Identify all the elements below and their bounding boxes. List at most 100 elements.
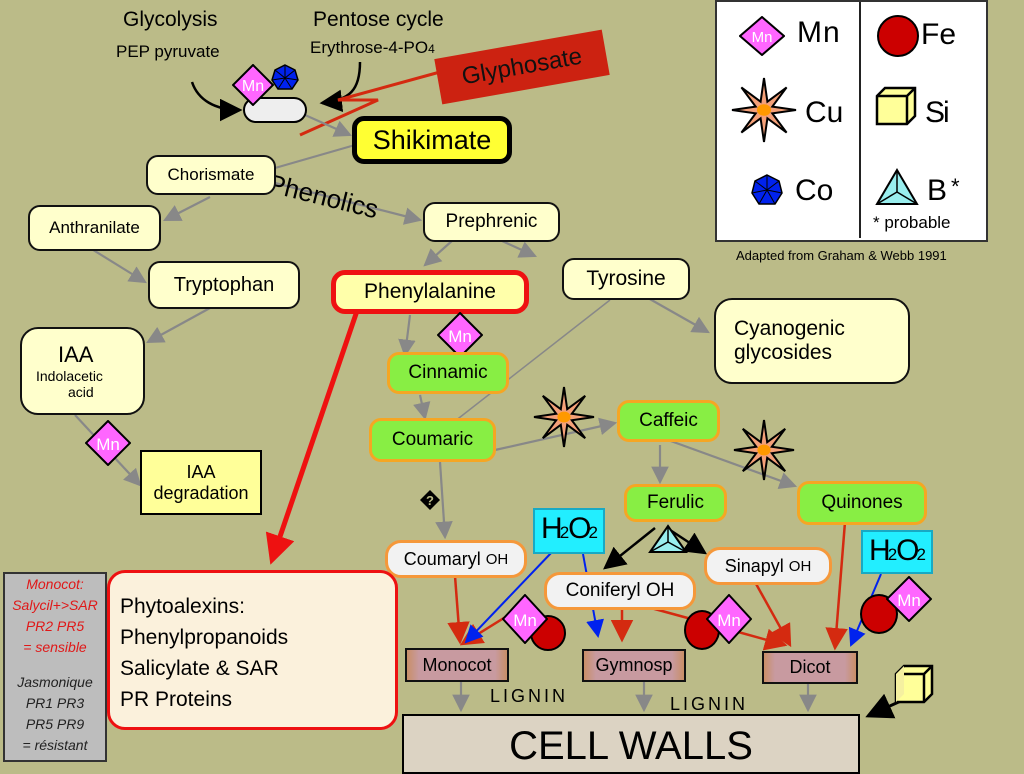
lignin-label: LIGNIN (670, 694, 749, 714)
quinones-node[interactable]: Quinones (797, 481, 927, 525)
side-note-dark-3: PR5 PR9 (25, 716, 85, 732)
defense-line-1: Phytoalexins: (120, 595, 245, 618)
b-pyramid-icon (875, 168, 919, 211)
legend-b-asterisk: * (951, 174, 960, 199)
side-note-dark-2: PR1 PR3 (25, 695, 85, 711)
iaa-degradation-line-2: degradation (153, 482, 249, 503)
legend-label-cu: Cu (805, 96, 844, 129)
legend-label-mn: Mn (797, 16, 841, 49)
oh-text: OH (788, 557, 812, 575)
h2o2-box: H2O2 (861, 530, 933, 574)
svg-text:Mn: Mn (897, 591, 921, 610)
cell-walls-box[interactable]: CELL WALLS (402, 714, 860, 774)
mn-diamond-icon: Mn (738, 15, 786, 61)
co-heptagon-icon (751, 174, 783, 211)
svg-text:?: ? (426, 493, 434, 508)
coniferyl-oh-node[interactable]: Coniferyl OH (544, 572, 696, 610)
mn-diamond-icon: Mn (84, 419, 132, 471)
cu-star-center (757, 444, 771, 456)
svg-text:Mn: Mn (513, 611, 537, 630)
coumaryl-text: Coumaryl (403, 548, 481, 569)
chorismate-node[interactable]: Chorismate (146, 155, 276, 195)
pentose-arrow (319, 61, 362, 113)
glycolysis-label: Glycolysis (123, 8, 218, 31)
cu-star-icon (731, 74, 797, 151)
cyanogenic-line-1: Cyanogenic (734, 317, 845, 340)
legend-footnote: * probable (873, 213, 951, 232)
mn-diamond-icon: Mn (885, 575, 933, 627)
erythrose-text: Erythrose-4-PO (310, 38, 429, 57)
co-heptagon-icon (271, 64, 299, 97)
side-note-dark-4: = résistant (22, 737, 88, 753)
coumaryl-oh-node[interactable]: Coumaryl OH (385, 540, 527, 578)
si-cube-icon (875, 86, 919, 133)
side-note-red-3: PR2 PR5 (25, 618, 85, 634)
ferulic-node[interactable]: Ferulic (624, 484, 727, 522)
iaa-title: IAA (58, 342, 94, 367)
monocot-box[interactable]: Monocot (405, 648, 509, 682)
unknown-enzyme-marker: ? (420, 490, 440, 510)
legend-label-co: Co (795, 174, 834, 207)
sinapyl-oh-node[interactable]: Sinapyl OH (704, 547, 832, 585)
svg-text:Mn: Mn (448, 327, 472, 346)
sinapyl-text: Sinapyl (724, 555, 784, 576)
phenylalanine-node[interactable]: Phenylalanine (331, 270, 529, 314)
oh-text: OH (485, 550, 509, 568)
legend-label-fe: Fe (921, 18, 957, 51)
phenylalanine-to-phytoalexins-arrow (265, 307, 361, 565)
source-citation: Adapted from Graham & Webb 1991 (736, 248, 947, 263)
mn-diamond-icon: Mn (436, 311, 484, 363)
cu-star-icon (533, 381, 595, 458)
legend-box: Mn Mn Cu Co Fe Si B* * probable (715, 0, 988, 242)
iaa-subtitle-2: acid (68, 384, 94, 400)
side-note-red-1: Monocot: (26, 576, 84, 592)
iaa-subtitle-1: Indolacetic (36, 368, 103, 384)
mn-diamond-icon: Mn (705, 593, 753, 649)
anthranilate-node[interactable]: Anthranilate (28, 205, 161, 251)
cu-star-center (557, 411, 571, 423)
legend-divider (859, 2, 861, 238)
iaa-node[interactable]: IAA Indolacetic acid (20, 327, 145, 415)
cyanogenic-line-2: glycosides (734, 341, 833, 364)
tyrosine-node[interactable]: Tyrosine (562, 258, 690, 300)
mn-diamond-icon: Mn (501, 593, 549, 649)
tryptophan-node[interactable]: Tryptophan (148, 261, 300, 309)
dicot-box[interactable]: Dicot (762, 651, 858, 684)
erythrose-subscript: 4 (428, 42, 435, 56)
side-note-red-2: Salycil+>SAR (12, 597, 98, 613)
coumaric-node[interactable]: Coumaric (369, 418, 496, 462)
resistance-side-note: Monocot: Salycil+>SAR PR2 PR5 = sensible… (3, 572, 107, 762)
cinnamic-node[interactable]: Cinnamic (387, 352, 509, 394)
side-note-red-4: = sensible (23, 639, 87, 655)
fe-circle-icon (877, 15, 919, 57)
lignin-label: LIGNIN (490, 686, 569, 706)
b-pyramid-icon (648, 524, 688, 559)
h2o2-box: H2O2 (533, 508, 605, 554)
glyphosate-inhibition-line (299, 70, 441, 137)
pentose-cycle-label: Pentose cycle (313, 8, 444, 31)
cu-star-icon (733, 414, 795, 491)
defense-line-2: Phenylpropanoids (120, 626, 289, 649)
gymnosp-box[interactable]: Gymnosp (582, 649, 686, 682)
mn-diamond-icon: Mn (231, 63, 275, 111)
glycolysis-arrow (190, 81, 243, 122)
iaa-degradation-node[interactable]: IAA degradation (140, 450, 262, 515)
legend-label-si: Si (925, 96, 950, 129)
cyanogenic-glycosides-node[interactable]: Cyanogenic glycosides (714, 298, 910, 384)
svg-text:Mn: Mn (752, 29, 773, 46)
phytoalexins-box[interactable]: Phytoalexins: Phenylpropanoids Salicylat… (107, 570, 398, 730)
defense-line-3: Salicylate & SAR (120, 657, 279, 680)
legend-label-b: B* (927, 174, 960, 208)
prephrenic-node[interactable]: Prephrenic (423, 202, 560, 242)
defense-line-4: PR Proteins (120, 688, 233, 711)
iaa-degradation-line-1: IAA (186, 461, 216, 482)
svg-text:Mn: Mn (717, 611, 741, 630)
legend-b-text: B (927, 174, 948, 207)
svg-text:Mn: Mn (96, 435, 120, 454)
cu-star-center (756, 104, 772, 116)
svg-text:Mn: Mn (242, 78, 264, 95)
si-cube-icon (894, 664, 936, 711)
side-note-dark-1: Jasmonique (17, 674, 93, 690)
caffeic-node[interactable]: Caffeic (617, 400, 720, 442)
shikimate-node[interactable]: Shikimate (352, 116, 512, 164)
